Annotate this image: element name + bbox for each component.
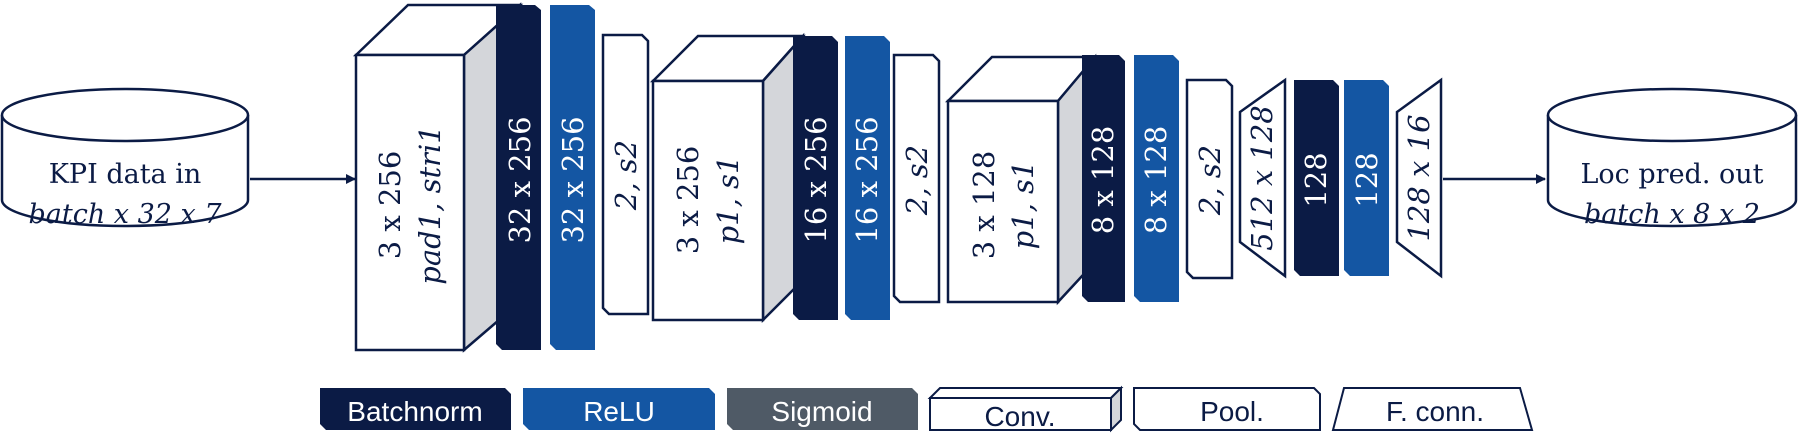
conv3-block: 3 x 128 p1, s1 [944, 53, 1098, 306]
pool2-label: 2, s2 [900, 145, 934, 216]
conv2-label-line1: 3 x 256 [671, 146, 705, 255]
relu3-block: 8 x 128 [1134, 55, 1179, 302]
legend-fconn: F. conn. [1331, 387, 1534, 431]
legend-sigmoid: Sigmoid [727, 388, 918, 430]
fc1-label: 512 x 128 [1245, 105, 1279, 251]
relu1-block: 32 x 256 [550, 5, 595, 350]
batchnorm2-label: 16 x 256 [799, 116, 833, 243]
fc2-label: 128 x 16 [1402, 114, 1436, 241]
output-label-line2: batch x 8 x 2 [1584, 199, 1760, 230]
conv3-label-line2: p1, s1 [1006, 161, 1040, 250]
input-cylinder: KPI data in batch x 32 x 7 [0, 87, 250, 230]
legend-sigmoid-label: Sigmoid [771, 396, 872, 427]
batchnorm3-block: 8 x 128 [1082, 55, 1125, 302]
batchnorm4-label: 128 [1299, 152, 1333, 207]
conv1-label-line1: 3 x 256 [373, 151, 407, 260]
batchnorm1-label: 32 x 256 [503, 116, 537, 243]
output-label-line1: Loc pred. out [1580, 159, 1763, 190]
legend-pool-label: Pool. [1200, 396, 1264, 427]
legend-relu: ReLU [523, 388, 715, 430]
legend-conv-label: Conv. [984, 401, 1055, 432]
conv1-label-line2: pad1, stri1 [413, 125, 447, 284]
relu3-label: 8 x 128 [1139, 126, 1173, 235]
fc2-block: 128 x 16 [1395, 77, 1443, 279]
pool3-block: 2, s2 [1185, 78, 1234, 280]
pool1-block: 2, s2 [601, 33, 650, 316]
legend-pool: Pool. [1133, 387, 1321, 431]
legend-fconn-label: F. conn. [1386, 396, 1484, 427]
relu4-block: 128 [1344, 80, 1389, 276]
fc1-block: 512 x 128 [1238, 77, 1287, 279]
pool1-label: 2, s2 [609, 140, 643, 211]
legend-batchnorm: Batchnorm [320, 388, 511, 430]
conv1-block: 3 x 256 pad1, stri1 [352, 2, 524, 353]
relu1-label: 32 x 256 [556, 116, 590, 243]
conv2-block: 3 x 256 p1, s1 [649, 32, 806, 324]
batchnorm3-label: 8 x 128 [1086, 126, 1120, 235]
legend-conv: Conv. [927, 385, 1124, 433]
legend-relu-label: ReLU [583, 396, 655, 427]
conv3-label-line1: 3 x 128 [967, 151, 1001, 260]
relu4-label: 128 [1350, 152, 1384, 207]
output-cylinder: Loc pred. out batch x 8 x 2 [1546, 87, 1798, 230]
legend: Batchnorm ReLU Sigmoid Conv. Pool. F. co… [320, 385, 1534, 433]
batchnorm4-block: 128 [1294, 80, 1339, 276]
batchnorm1-block: 32 x 256 [496, 5, 541, 350]
relu2-block: 16 x 256 [845, 36, 890, 320]
legend-batchnorm-label: Batchnorm [347, 396, 482, 427]
conv2-label-line2: p1, s1 [711, 156, 745, 245]
batchnorm2-block: 16 x 256 [793, 36, 838, 320]
pool2-block: 2, s2 [892, 53, 941, 304]
pool3-label: 2, s2 [1193, 145, 1227, 216]
input-label-line2: batch x 32 x 7 [28, 199, 222, 230]
input-label-line1: KPI data in [49, 159, 202, 190]
relu2-label: 16 x 256 [850, 116, 884, 243]
